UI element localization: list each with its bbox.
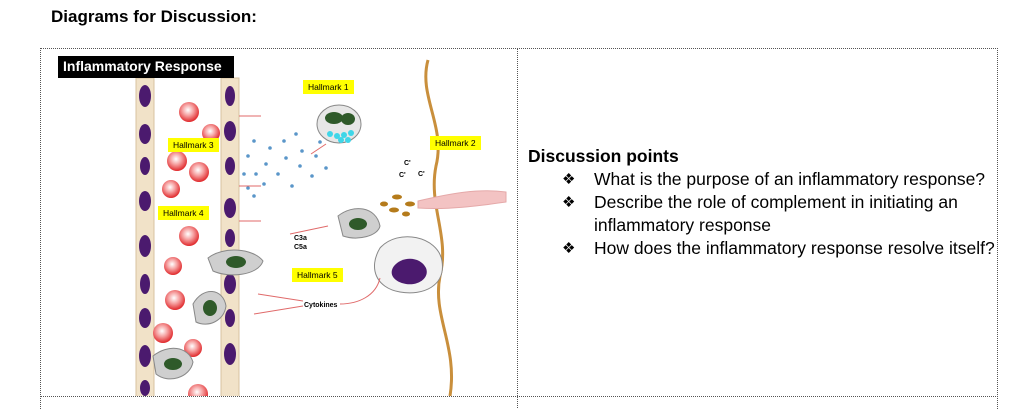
- discussion-list: ❖ What is the purpose of an inflammatory…: [528, 168, 998, 260]
- hallmark-2-label: Hallmark 2: [430, 136, 481, 150]
- page-heading: Diagrams for Discussion:: [51, 7, 257, 26]
- arrows: [239, 115, 381, 315]
- diagram-title: Inflammatory Response: [58, 56, 234, 78]
- discussion-points: Discussion points ❖ What is the purpose …: [528, 145, 998, 260]
- cytokines-label: Cytokines: [304, 302, 338, 309]
- hallmark-4-label: Hallmark 4: [158, 206, 209, 220]
- macrophage: [374, 236, 443, 294]
- discussion-point: ❖ How does the inflammatory response res…: [528, 237, 998, 260]
- discussion-point: ❖ What is the purpose of an inflammatory…: [528, 168, 998, 191]
- discussion-point-text: How does the inflammatory response resol…: [594, 238, 995, 258]
- table-column-divider: [517, 48, 518, 408]
- vessel-wall-right: [220, 77, 240, 396]
- mast-cell: [316, 104, 362, 144]
- chemical-signal-dots: [242, 132, 328, 198]
- discussion-title: Discussion points: [528, 146, 679, 166]
- diamond-bullet-icon: ❖: [562, 240, 576, 257]
- discussion-point-text: What is the purpose of an inflammatory r…: [594, 169, 986, 189]
- diagram-illustration: [135, 59, 507, 396]
- discussion-table: [40, 48, 998, 409]
- bacteria: [380, 194, 415, 217]
- tissue-boundary: [424, 59, 453, 396]
- hallmark-5-label: Hallmark 5: [292, 268, 343, 282]
- complement-label-2: C': [399, 172, 406, 179]
- c5a-label: C5a: [294, 244, 307, 251]
- discussion-point: ❖ Describe the role of complement in ini…: [528, 191, 998, 237]
- wound-entry: [417, 190, 507, 210]
- diamond-bullet-icon: ❖: [562, 171, 576, 188]
- c3a-label: C3a: [294, 235, 307, 242]
- inflammatory-response-diagram: Inflammatory Response Hallmark 1 Hallmar…: [58, 56, 508, 396]
- complement-label-1: C': [404, 160, 411, 167]
- table-row-divider: [40, 396, 996, 397]
- red-blood-cells: [153, 102, 220, 396]
- discussion-point-text: Describe the role of complement in initi…: [594, 192, 958, 235]
- complement-label-3: C': [418, 171, 425, 178]
- hallmark-3-label: Hallmark 3: [168, 138, 219, 152]
- hallmark-1-label: Hallmark 1: [303, 80, 354, 94]
- vessel-wall-left: [135, 77, 155, 396]
- diamond-bullet-icon: ❖: [562, 194, 576, 211]
- leukocytes: [152, 208, 381, 380]
